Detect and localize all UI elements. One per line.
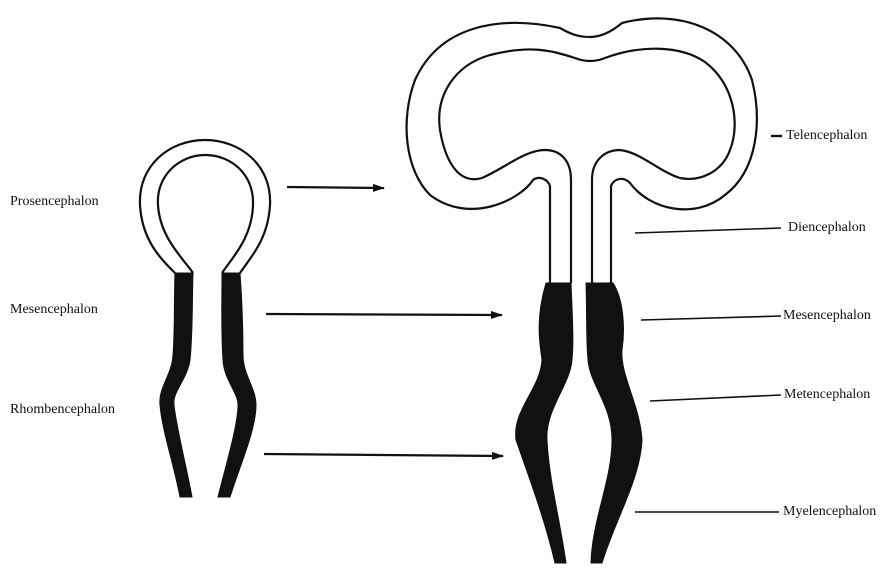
label-rhombencephalon: Rhombencephalon [10, 402, 115, 418]
telencephalon-outer-wall [407, 18, 757, 283]
prosencephalon-outer-wall [140, 140, 270, 273]
metencephalon-leader [650, 395, 781, 401]
three-vesicle-stage [140, 140, 270, 497]
arrow-rhombencephalon [264, 454, 503, 456]
five-vesicle-stage [407, 18, 757, 563]
diencephalon-leader [635, 228, 781, 233]
arrow-mesencephalon [266, 314, 502, 315]
telencephalon-inner-wall [439, 49, 734, 283]
left-tube-wall-left [160, 273, 193, 497]
label-diencephalon: Diencephalon [788, 220, 866, 236]
label-telencephalon: Telencephalon [786, 128, 867, 144]
label-metencephalon: Metencephalon [784, 387, 870, 403]
mesencephalon-leader [641, 316, 781, 320]
arrow-prosencephalon [287, 187, 384, 188]
label-myelencephalon: Myelencephalon [783, 504, 876, 520]
label-mesencephalon-left: Mesencephalon [10, 302, 98, 318]
right-tube-wall-right [586, 283, 642, 563]
label-prosencephalon: Prosencephalon [10, 194, 99, 210]
leader-lines [635, 136, 782, 512]
left-tube-wall-right [218, 273, 256, 497]
transition-arrows [264, 187, 503, 456]
label-mesencephalon-right: Mesencephalon [783, 308, 871, 324]
prosencephalon-inner-wall [158, 155, 253, 273]
right-tube-wall-left [516, 283, 573, 563]
